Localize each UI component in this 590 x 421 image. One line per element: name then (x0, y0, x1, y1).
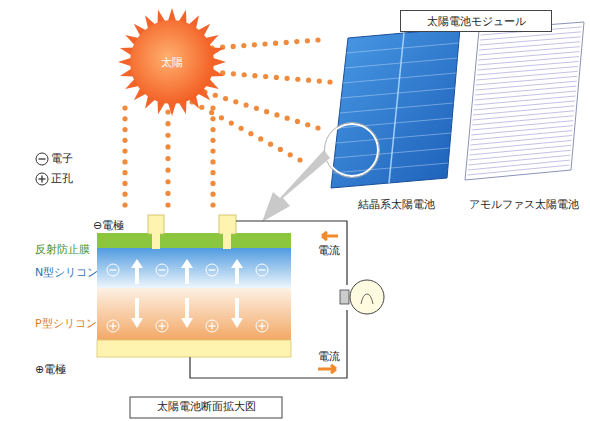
caption: 太陽電池断面拡大図 (157, 400, 256, 413)
electrode-label: ⊖電極 (93, 219, 124, 232)
layer-label: N型シリコン (35, 266, 98, 279)
node-text: 太陽電池モジュール (427, 14, 526, 29)
node-text: 結晶系太陽電池 (358, 197, 435, 212)
legend-text: 正孔 (51, 172, 73, 185)
legend-text: 電子 (51, 152, 73, 165)
legend-symbol (35, 172, 49, 186)
crystalline-panel: 結晶系太陽電池 (326, 24, 466, 212)
current-label: 電流 (318, 350, 340, 363)
legend-symbol (35, 152, 49, 166)
module-title-box: 太陽電池モジュール (400, 10, 552, 32)
current-label: 電流 (318, 244, 340, 257)
electrode-label: ⊕電極 (35, 363, 66, 376)
node-text: アモルファス太陽電池 (469, 197, 579, 212)
layer-label: P型シリコン (35, 317, 97, 330)
amorphous-panel: アモルファス太陽電池 (460, 18, 588, 212)
node-text: 太陽 (161, 55, 183, 70)
sun-circle: 太陽 (130, 20, 214, 104)
layer-label: 反射防止膜 (35, 243, 90, 256)
